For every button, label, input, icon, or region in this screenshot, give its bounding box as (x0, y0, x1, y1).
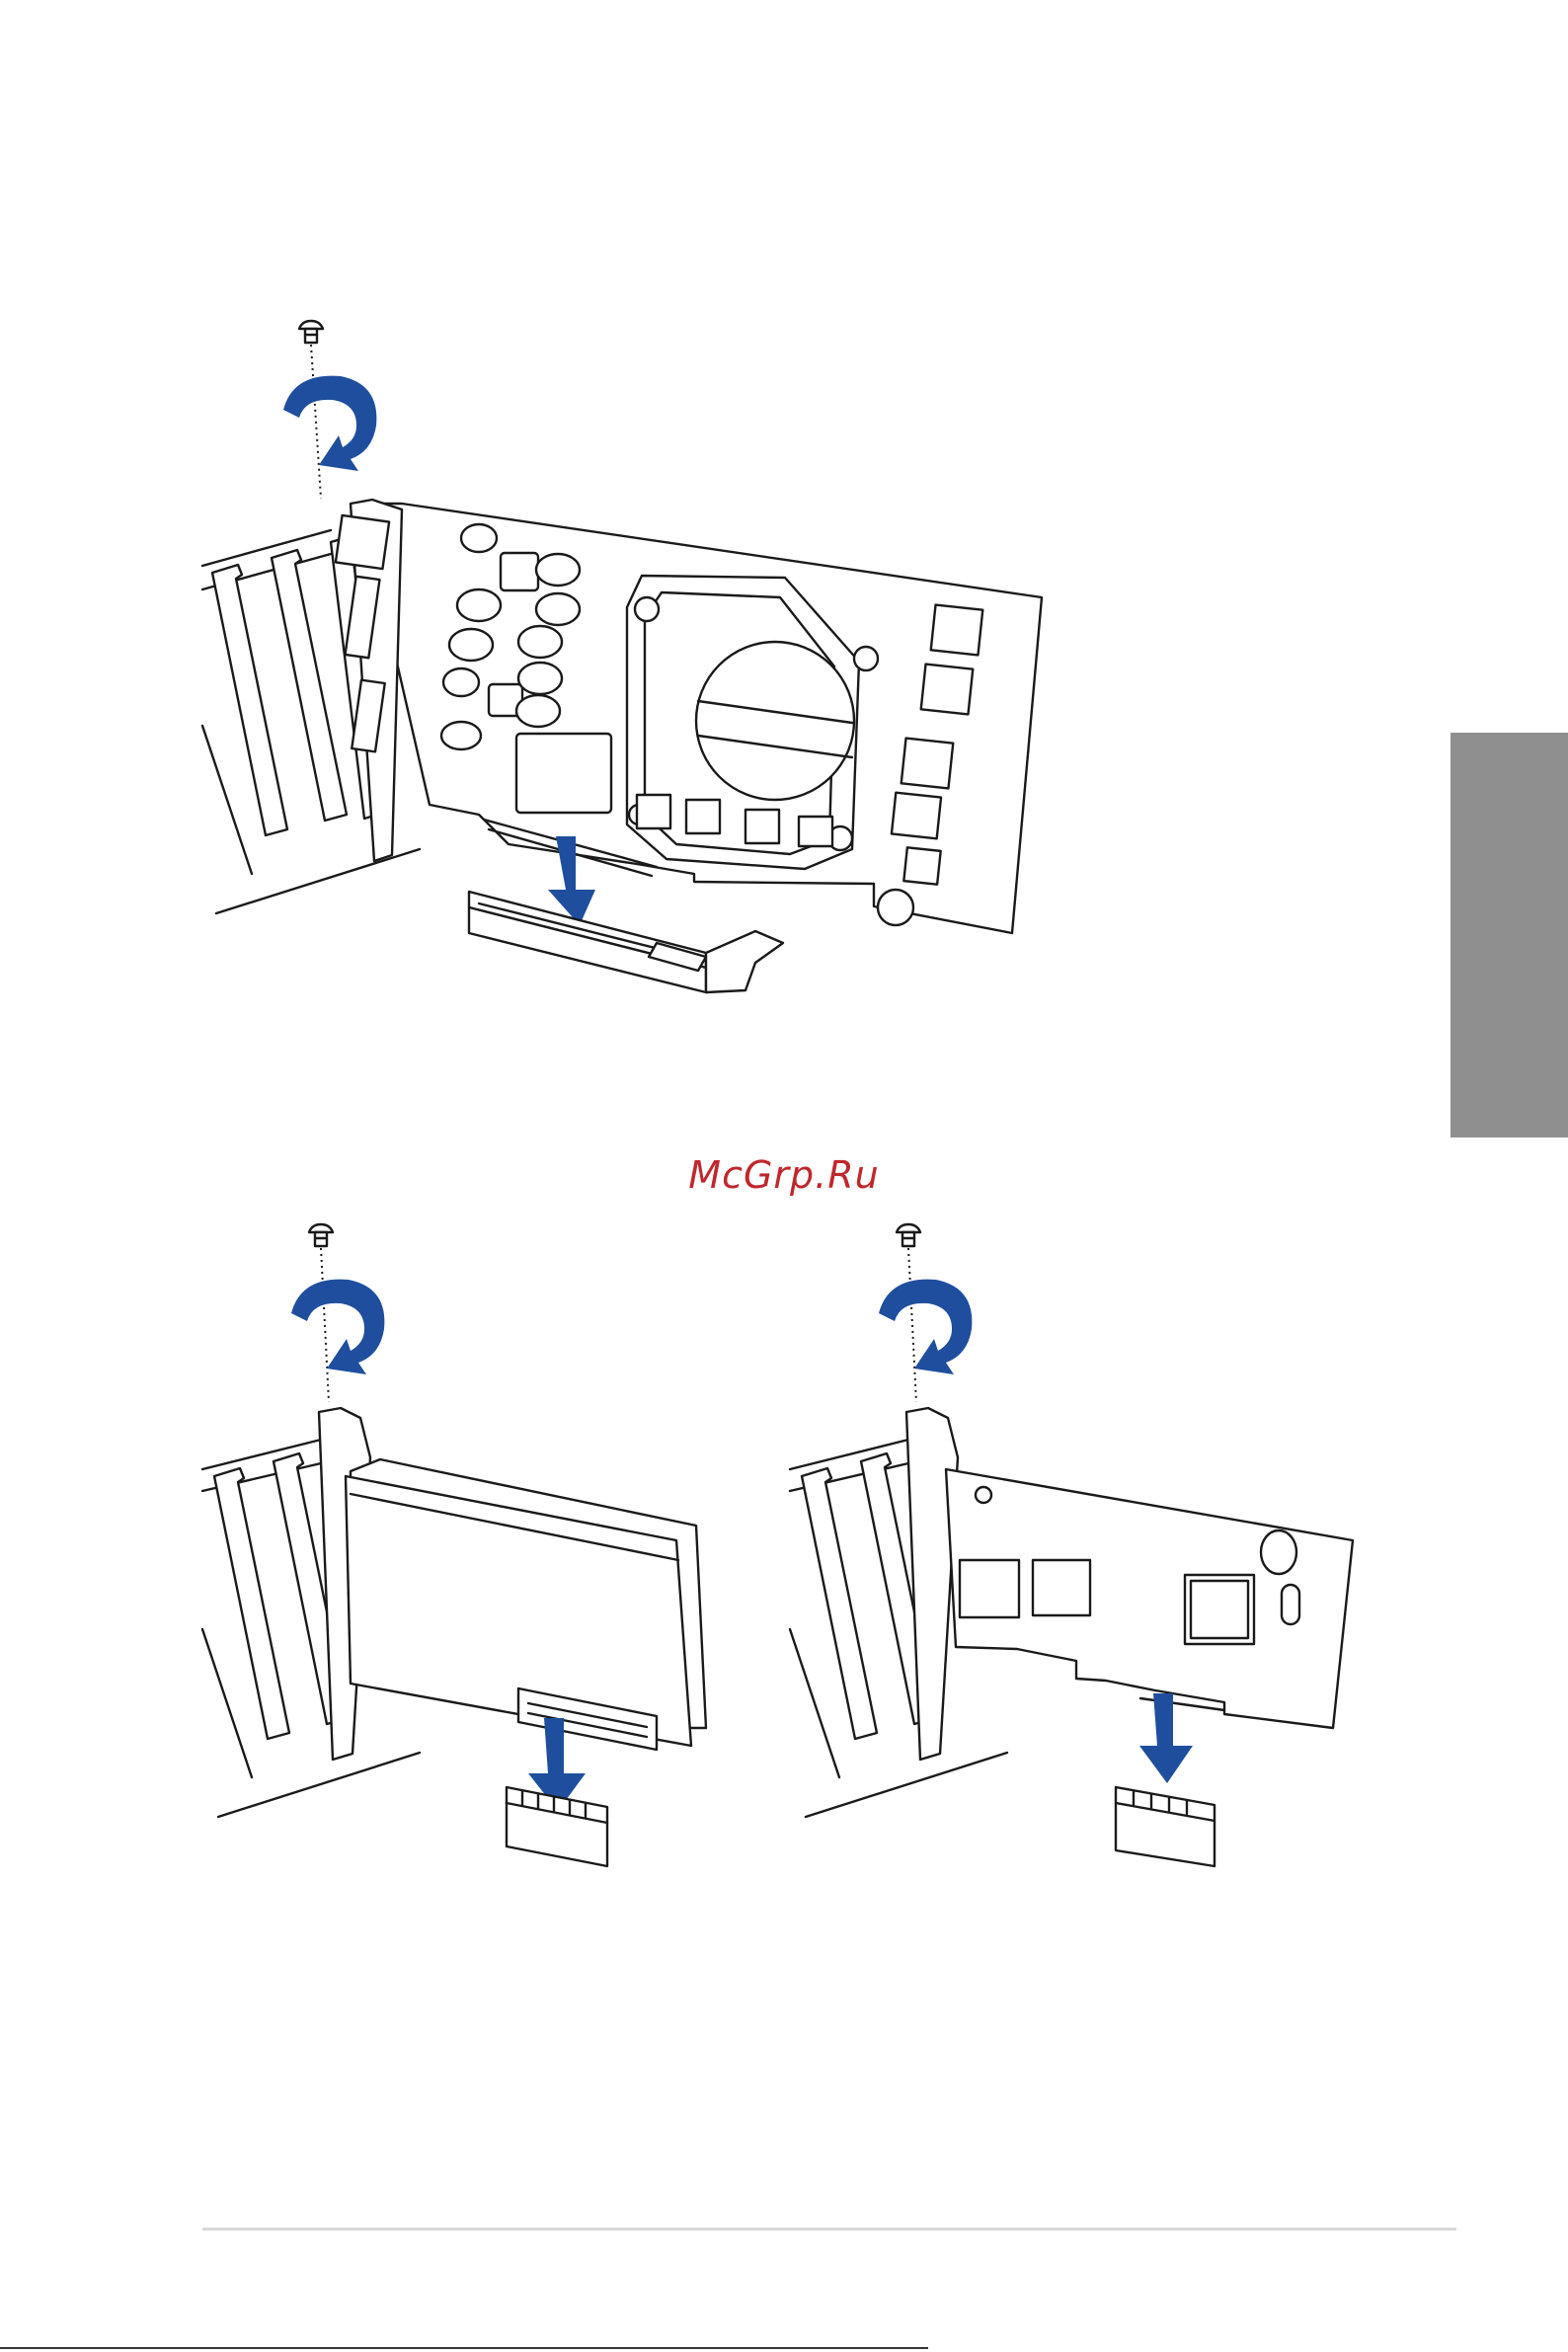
insert-arrow-icon (1139, 1693, 1193, 1783)
storage-card (319, 1408, 706, 1760)
pcie-x1-connector (1116, 1787, 1215, 1866)
pcie-slot (469, 892, 783, 992)
expansion-card (906, 1408, 1353, 1760)
page-bottom-rule (0, 2347, 928, 2349)
figure-storage-card-installation (193, 1215, 745, 1876)
screw-icon (897, 1224, 920, 1246)
chapter-side-tab (1450, 733, 1568, 1137)
footer-divider (202, 2228, 1456, 2231)
graphics-card (336, 500, 1042, 933)
rotate-arrow-icon (291, 1280, 384, 1374)
screw-icon (299, 321, 323, 343)
figure-graphics-card-installation (193, 311, 1061, 1022)
watermark-text: McGrp.Ru (0, 1153, 1568, 1197)
m2-connector (507, 1787, 607, 1866)
screw-icon (309, 1224, 333, 1246)
figure-expansion-card-installation (780, 1215, 1372, 1876)
rotate-arrow-icon (879, 1280, 972, 1374)
rotate-arrow-icon (283, 376, 376, 471)
